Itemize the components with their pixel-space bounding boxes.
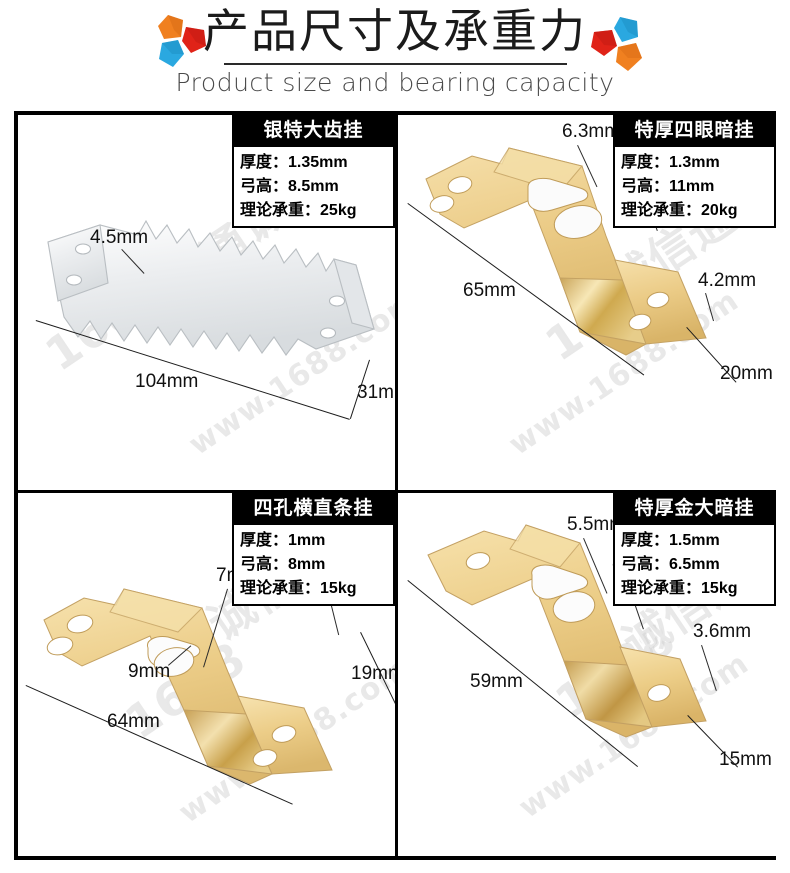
dimension-label-slot-width-4: 5.5mm [567,514,626,535]
dimension-label-width-3: 19mm [351,663,395,684]
product-panel-2: 1688 诚信通 www.1688.com [395,115,776,490]
spec-label-load-1: 理论承重： [240,200,321,219]
cubes-cluster-icon-left [152,13,214,73]
dimension-label-hole-1: 4.5mm [90,227,149,248]
spec-row-arch-2: 弓高：11mm [621,174,769,198]
spec-value-load-3: 15kg [320,580,357,597]
product-photo-1: 1688 诚信通 www.1688.com 诚信通 [18,115,395,490]
spec-value-thickness-4: 1.5mm [669,532,720,549]
spec-label-arch-3: 弓高： [240,554,289,573]
cubes-cluster-icon-right [588,16,650,76]
product-photo-2: 1688 诚信通 www.1688.com [398,115,776,490]
spec-label-thickness-4: 厚度： [621,530,670,549]
spec-label-arch-1: 弓高： [240,176,289,195]
product-panel-1: 1688 诚信通 www.1688.com 诚信通 [18,115,395,490]
page-subtitle: Product size and bearing capacity [175,68,615,97]
dimension-label-length-4: 59mm [470,671,523,692]
spec-row-load-4: 理论承重：15kg [621,576,769,600]
dimension-label-slot-width-2: 6.3mm [562,121,621,142]
spec-label-thickness-3: 厚度： [240,530,289,549]
page-title: 产品尺寸及承重力 [203,4,587,58]
spec-label-load-3: 理论承重： [240,578,321,597]
spec-row-load-3: 理论承重：15kg [240,576,388,600]
spec-label-load-2: 理论承重： [621,200,702,219]
spec-label-load-4: 理论承重： [621,578,702,597]
spec-card-4: 特厚金大暗挂 厚度：1.5mm 弓高：6.5mm 理论承重：15kg [613,493,776,606]
title-divider [224,63,567,65]
spec-row-thickness-4: 厚度：1.5mm [621,528,769,552]
spec-label-thickness-1: 厚度： [240,152,289,171]
spec-value-thickness-3: 1mm [288,532,326,549]
spec-row-arch-4: 弓高：6.5mm [621,552,769,576]
spec-row-thickness-1: 厚度：1.35mm [240,150,388,174]
spec-title-2: 特厚四眼暗挂 [613,115,776,147]
sawtooth-hanger-silver [47,219,375,356]
spec-card-3: 四孔横直条挂 厚度：1mm 弓高：8mm 理论承重：15kg [232,493,395,606]
spec-title-3: 四孔横直条挂 [232,493,395,525]
dimension-label-width-4: 15mm [719,749,772,770]
dimension-label-hole-4: 3.6mm [693,621,752,642]
spec-title-1: 银特大齿挂 [232,115,395,147]
product-photo-4: 1688 诚信通 www.1688.com [398,493,776,856]
dimension-label-slot-hole-3: 9mm [128,661,171,682]
four-hole-hanger-gold-2 [425,147,707,356]
product-panel-3: 1688 诚信通 www.1688.com [18,490,395,856]
spec-value-thickness-2: 1.3mm [669,154,720,171]
spec-title-4: 特厚金大暗挂 [613,493,776,525]
dimension-label-length-3: 64mm [107,711,160,732]
spec-row-thickness-2: 厚度：1.3mm [621,150,769,174]
spec-value-arch-2: 11mm [669,178,715,195]
spec-value-load-1: 25kg [320,202,357,219]
spec-value-load-2: 20kg [701,202,738,219]
dimension-label-width-1: 31mm [357,382,395,403]
dimension-label-hole-2: 4.2mm [698,270,757,291]
spec-card-2: 特厚四眼暗挂 厚度：1.3mm 弓高：11mm 理论承重：20kg [613,115,776,228]
spec-row-arch-3: 弓高：8mm [240,552,388,576]
spec-value-arch-1: 8.5mm [288,178,339,195]
page-header: 产品尺寸及承重力 Product size and bearing capaci… [0,0,790,108]
dimension-label-length-2: 65mm [463,280,516,301]
spec-value-thickness-1: 1.35mm [288,154,348,171]
two-hole-hanger-gold-4 [427,524,707,738]
dimension-label-width-2: 20mm [720,363,773,384]
spec-value-load-4: 15kg [701,580,738,597]
dimension-label-length-1: 104mm [135,371,199,392]
spec-row-load-2: 理论承重：20kg [621,198,769,222]
four-hole-flat-bar-gold-3 [43,588,333,785]
spec-label-arch-4: 弓高： [621,554,670,573]
spec-label-thickness-2: 厚度： [621,152,670,171]
product-grid: 1688 诚信通 www.1688.com 诚信通 [14,111,776,860]
spec-value-arch-3: 8mm [288,556,326,573]
spec-row-arch-1: 弓高：8.5mm [240,174,388,198]
spec-value-arch-4: 6.5mm [669,556,720,573]
spec-card-1: 银特大齿挂 厚度：1.35mm 弓高：8.5mm 理论承重：25kg [232,115,395,228]
spec-row-thickness-3: 厚度：1mm [240,528,388,552]
product-panel-4: 1688 诚信通 www.1688.com [395,490,776,856]
spec-label-arch-2: 弓高： [621,176,670,195]
spec-row-load-1: 理论承重：25kg [240,198,388,222]
